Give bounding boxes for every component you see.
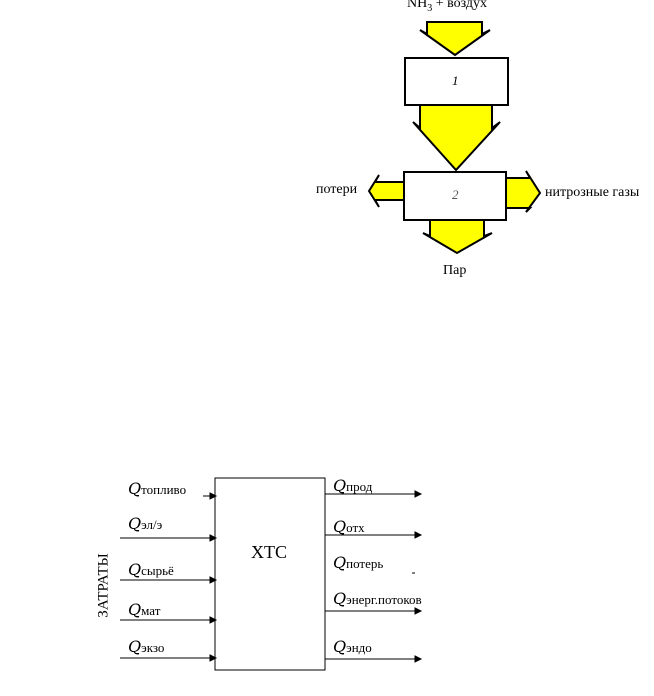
process-box-2 [403,171,507,221]
input-subscript: топливо [141,482,187,497]
output-label-waste: Qотх [333,519,365,535]
output-label-energy: Qэнерг.потоков [333,591,422,607]
arrow-1-to-2 [412,104,501,172]
losses-label: потери [316,182,358,197]
output-label-product: Qпрод [333,478,372,494]
q-symbol: Q [333,517,347,536]
nitrous-gases-arrow [505,170,542,213]
q-symbol: Q [333,553,347,572]
nitrous-gases-label: нитрозные газы [545,185,640,200]
q-symbol: Q [128,514,142,533]
costs-label: ЗАТРАТЫ [95,553,112,618]
output-subscript: потерь [346,556,384,571]
nh-subscript: 3 [427,2,433,14]
input-label-fuel: Qтопливо [128,481,186,497]
input-subscript: эл/э [141,517,163,532]
box-1-label: 1 [452,73,459,88]
q-symbol: Q [128,479,142,498]
box-2-label: 2 [452,187,459,202]
input-subscript: мат [141,603,161,618]
input-label: NH3 + воздух [407,0,487,14]
output-subscript: прод [346,479,373,494]
output-subscript: отх [346,520,365,535]
process-box-1 [404,57,509,106]
input-label-materials: Qмат [128,602,160,618]
input-subscript: сырьё [141,563,174,578]
cts-box [214,477,326,671]
output-label-endo: Qэндо [333,639,372,655]
q-symbol: Q [333,476,347,495]
input-label-electricity: Qэл/э [128,516,162,532]
output-label-losses: Qпотерь [333,555,383,571]
steam-arrow [422,219,493,255]
nh-text: NH [407,0,428,11]
steam-label: Пар [443,263,467,278]
input-arrow [419,21,491,57]
air-text: + воздух [435,0,488,11]
output-subscript: энерг.потоков [346,592,422,607]
q-symbol: Q [128,637,142,656]
input-label-raw: Qсырьё [128,562,174,578]
q-symbol: Q [128,600,142,619]
output-subscript: эндо [346,640,372,655]
losses-arrow [367,174,405,208]
q-symbol: Q [333,589,347,608]
input-label-exo: Qэкзо [128,639,164,655]
q-symbol: Q [128,560,142,579]
cts-label: ХТС [251,542,287,562]
input-subscript: экзо [141,640,165,655]
q-symbol: Q [333,637,347,656]
